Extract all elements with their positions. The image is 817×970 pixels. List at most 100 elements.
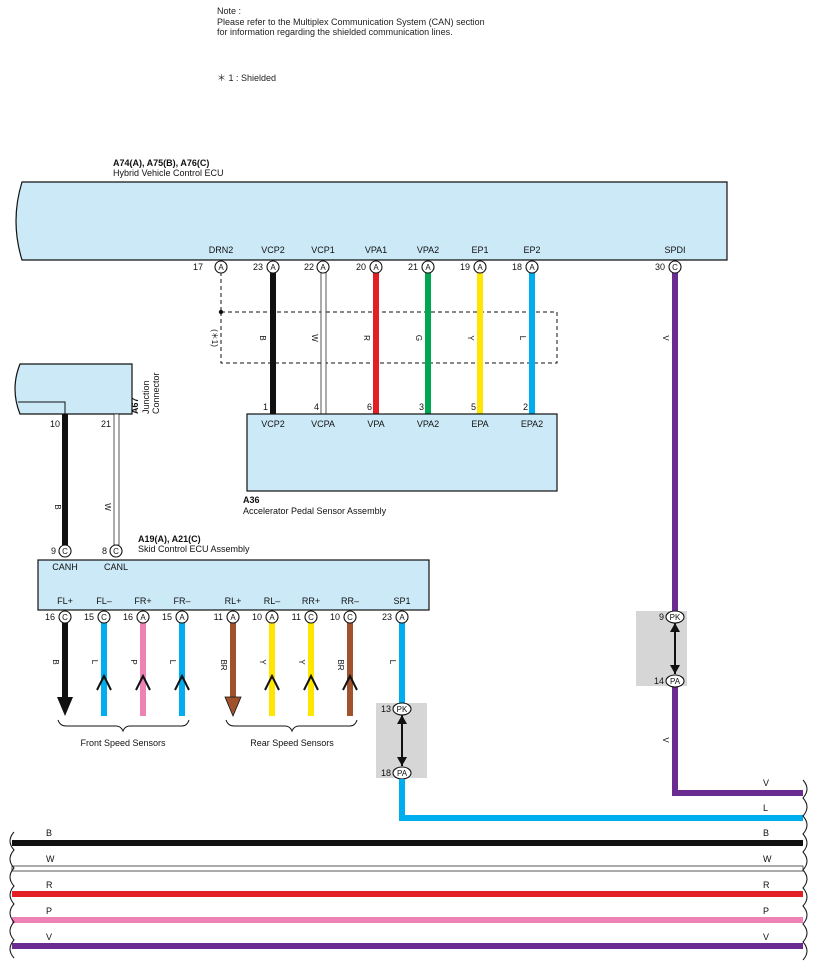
pin-conn: A [140, 613, 146, 622]
accel-term-epa2: EPA2 [521, 419, 543, 429]
hv-ecu-pins: 17 A 23 A 22 A 20 A 21 A 19 A 18 A 30 C [193, 260, 682, 274]
accel-pin-2: 2 [523, 402, 528, 412]
splice-right-box [636, 611, 687, 686]
pin-conn: C [672, 263, 678, 272]
pin-conn: PA [397, 769, 408, 778]
skid-term-fl-minus: FL– [96, 596, 112, 606]
bus-label-r-left: R [46, 880, 53, 890]
pin-marker [109, 544, 123, 558]
canl-wire-label: W [103, 503, 112, 511]
canh-wire-label: B [53, 504, 62, 509]
skid-term-fr-minus: FR– [173, 596, 190, 606]
wire-label: BR [219, 659, 228, 670]
wire-label-r: R [362, 335, 371, 341]
wire-label: Y [258, 659, 267, 665]
junction-code: A67 [130, 397, 140, 414]
splice-right-bottom-pin: 14 [654, 676, 664, 686]
bus-label-r-right: R [763, 880, 770, 890]
pin-conn: A [477, 263, 483, 272]
pin-marker [473, 260, 487, 274]
front-speed-sensors-label: Front Speed Sensors [80, 738, 166, 748]
terminal-vpa1: VPA1 [365, 245, 387, 255]
pin-marker [265, 610, 279, 624]
wire-vcp1 [320, 271, 327, 415]
pin-conn: A [529, 263, 535, 272]
arrow-up-rr-minus [342, 673, 358, 691]
skid-pin-8: 8 [102, 546, 107, 556]
bus-label-w-left: W [46, 854, 55, 864]
terminal-drn2: DRN2 [209, 245, 234, 255]
pin-marker [58, 544, 72, 558]
skid-ecu-bottom-pins: 16 C 15 C 16 A 15 A 11 A 10 A 11 C 10 C … [45, 610, 409, 624]
skid-pin: 16 [45, 612, 55, 622]
terminal-ep2: EP2 [523, 245, 540, 255]
wire-canl [113, 413, 120, 546]
pin-marker [343, 610, 357, 624]
shield-box [220, 311, 558, 364]
arrow-up-fr-minus [174, 673, 190, 691]
junction-name-line-2: Connector [151, 372, 161, 414]
accel-term-vpa: VPA [367, 419, 384, 429]
wire-label: BR [336, 659, 345, 670]
hv-wire-color-labels: B W R G Y L V [258, 334, 670, 342]
pin-marker [395, 610, 409, 624]
skid-ecu-box [37, 559, 430, 611]
wire-label: L [90, 660, 99, 665]
wire-label: L [168, 660, 177, 665]
splice-left-arrow-up [397, 715, 407, 724]
pin-conn: PK [397, 705, 408, 714]
pin-marker [304, 610, 318, 624]
junction-internal-link [18, 401, 66, 414]
note-line-2: for information regarding the shielded c… [217, 27, 453, 37]
accel-pin-5: 5 [471, 402, 476, 412]
pin-marker [421, 260, 435, 274]
skid-pin: 11 [214, 612, 223, 622]
skid-term-rl-plus: RL+ [225, 596, 242, 606]
accel-pin-4: 4 [314, 402, 319, 412]
bus-label-b-left: B [46, 828, 52, 838]
pin-conn: A [320, 263, 326, 272]
shield-mark: (＊1) [210, 329, 219, 347]
pin-conn: C [62, 613, 68, 622]
accel-sensor-box [246, 413, 558, 492]
skid-pin: 15 [84, 612, 94, 622]
skid-ecu-connectors: A19(A), A21(C) [138, 534, 201, 544]
accel-pin-6: 6 [367, 402, 372, 412]
bus-label-v-right: V [763, 932, 769, 942]
pin-conn: C [347, 613, 353, 622]
junction-pin-10: 10 [50, 419, 60, 429]
pin-num-19: 19 [460, 262, 470, 272]
pin-marker [97, 610, 111, 624]
bus-label-l: L [763, 803, 768, 813]
hv-ecu-connectors: A74(A), A75(B), A76(C) [113, 158, 209, 168]
bus-label-v-left: V [46, 932, 52, 942]
pin-num-18: 18 [512, 262, 522, 272]
pin-marker [58, 610, 72, 624]
front-sensors-bracket [57, 719, 190, 733]
terminal-spdi: SPDI [664, 245, 685, 255]
wire-label: L [388, 660, 397, 665]
pin-conn: A [373, 263, 379, 272]
bus-break-left [9, 831, 15, 959]
accel-sensor-pins: 1 4 6 3 5 2 [263, 402, 528, 412]
wire-label: Y [297, 659, 306, 665]
skid-term-canl: CANL [104, 562, 128, 572]
terminal-ep1: EP1 [471, 245, 488, 255]
pin-marker [316, 260, 330, 274]
bus-break-right [802, 779, 808, 961]
wire-sp1-lower [399, 779, 803, 821]
splice-left-bottom-pin: 18 [381, 768, 391, 778]
drain-junction-dot [218, 309, 224, 315]
junction-name-line-1: Junction [141, 380, 151, 414]
spdi-lower-wire-label: V [661, 737, 670, 743]
pin-num-23: 23 [253, 262, 263, 272]
note-line-1: Please refer to the Multiplex Communicat… [217, 17, 485, 27]
pin-marker [226, 610, 240, 624]
pin-marker [266, 260, 280, 274]
wire-label-b: B [258, 335, 267, 340]
skid-pin-9: 9 [51, 546, 56, 556]
wire-label: P [129, 659, 138, 664]
pin-conn: C [62, 547, 68, 556]
pin-conn: C [308, 613, 314, 622]
accel-term-vpa2: VPA2 [417, 419, 439, 429]
